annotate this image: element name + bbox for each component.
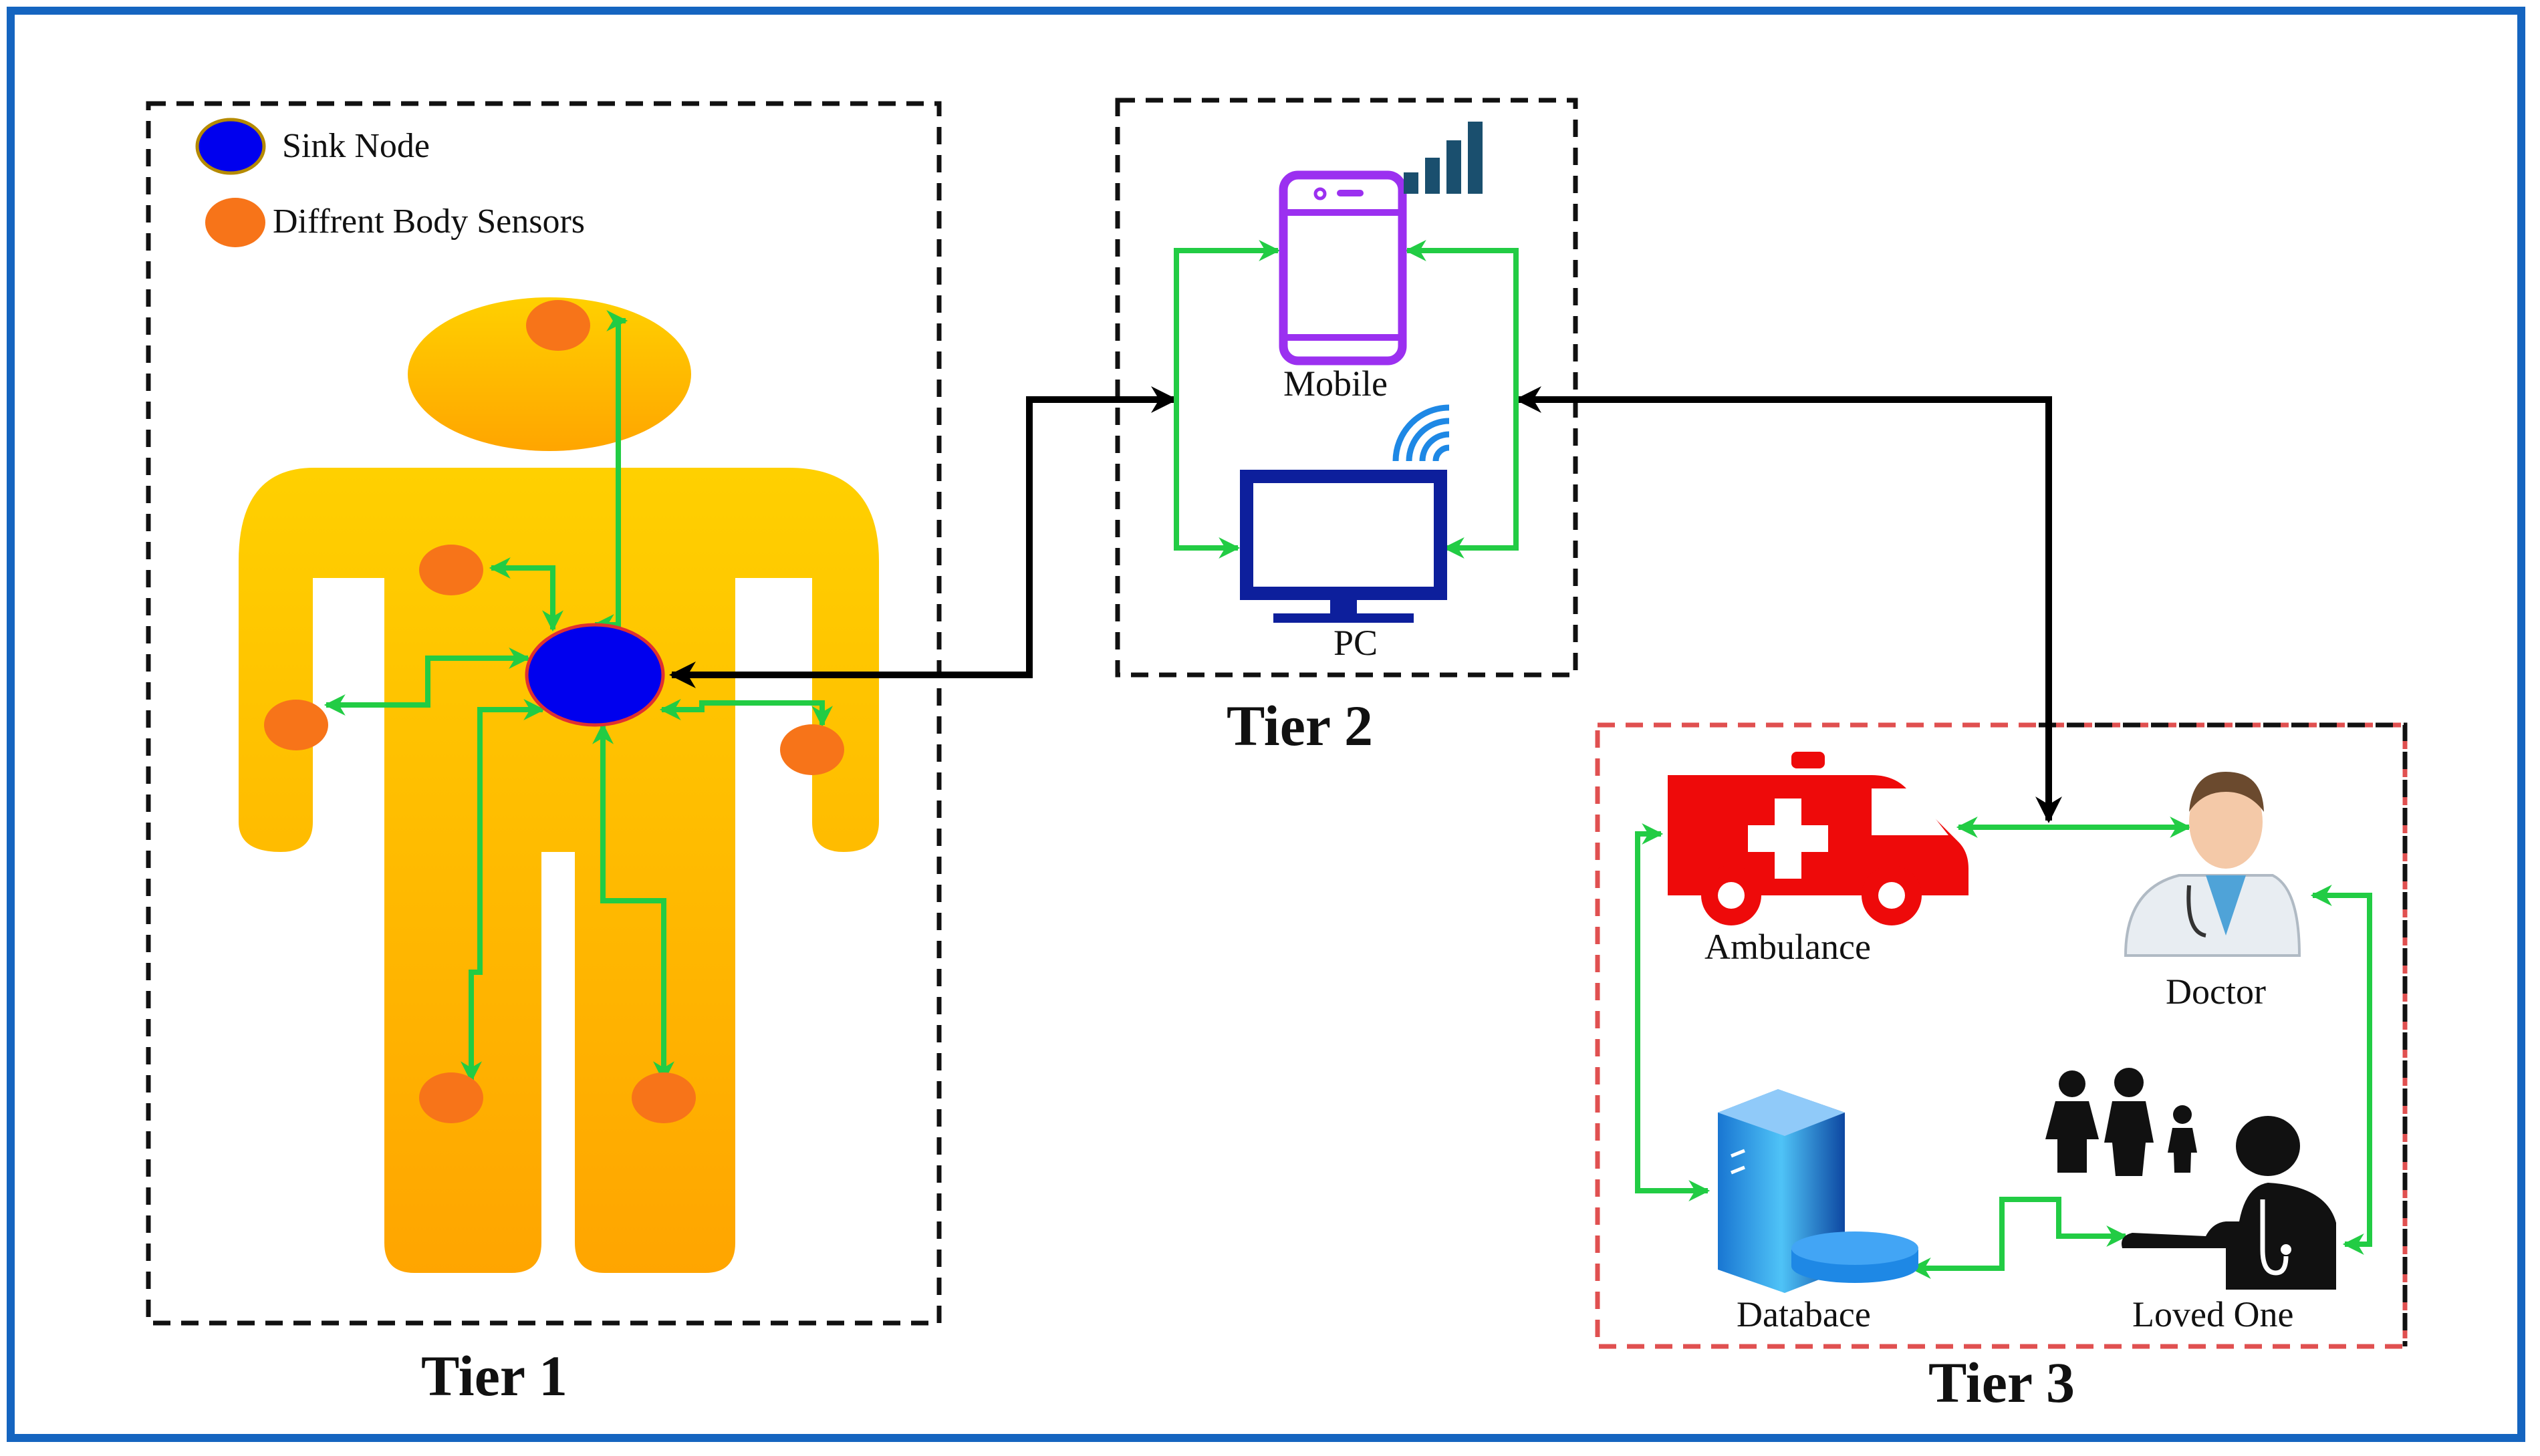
ambulance-label: Ambulance <box>1704 927 1871 967</box>
sensor-chest <box>419 545 483 595</box>
ambulance-icon <box>1668 752 1968 925</box>
tier3-label: Tier 3 <box>1928 1350 2075 1415</box>
tier1-connections <box>324 310 833 1083</box>
legend-sensor-marker <box>205 198 265 247</box>
pc-label: PC <box>1334 623 1378 663</box>
database-label: Databace <box>1737 1294 1871 1334</box>
arrow-chest-sensor <box>489 557 563 632</box>
family-icon <box>2045 1068 2197 1176</box>
legend-sink-node-marker <box>195 118 266 175</box>
sensor-left-leg <box>419 1072 483 1123</box>
database-server-icon <box>1718 1089 1918 1293</box>
doctor-label: Doctor <box>2166 972 2266 1012</box>
loved-one-icon <box>2122 1116 2336 1290</box>
loved-one-label: Loved One <box>2132 1294 2293 1334</box>
sensor-left-arm <box>264 700 328 750</box>
wifi-icon <box>1392 404 1450 462</box>
arrow-right-to-mobile <box>1404 240 1519 400</box>
doctor-icon <box>2124 772 2301 957</box>
legend: Sink Node Diffrent Body Sensors <box>195 118 585 247</box>
tier1-label: Tier 1 <box>421 1344 567 1408</box>
arrow-ambulance-database <box>1635 823 1710 1201</box>
sensor-head <box>526 300 590 351</box>
arrow-left-to-mobile <box>1174 240 1281 400</box>
tier3-box <box>1595 722 2408 1349</box>
tier2-label: Tier 2 <box>1227 694 1373 758</box>
body-sensors <box>264 300 844 1123</box>
tier3-connections <box>1635 817 2372 1279</box>
mobile-label: Mobile <box>1283 363 1388 404</box>
legend-sink-node-label: Sink Node <box>282 127 430 165</box>
sensor-right-arm <box>780 724 844 775</box>
legend-sensor-label: Diffrent Body Sensors <box>273 202 585 241</box>
mobile-phone-icon <box>1279 170 1407 366</box>
arrow-right-to-pc <box>1442 400 1519 559</box>
tier-connections <box>669 386 2062 823</box>
arrow-database-lovedone <box>1909 1197 2128 1279</box>
torso <box>239 468 879 1273</box>
arrow-left-to-pc <box>1174 400 1241 559</box>
signal-strength-icon <box>1404 122 1483 194</box>
arrow-left-leg-sensor <box>461 699 545 1083</box>
arrow-right-arm-sensor <box>659 699 833 728</box>
tier2-connections <box>1174 240 1519 559</box>
tier1-box <box>146 101 942 1326</box>
arrow-right-leg-sensor <box>592 722 674 1083</box>
sink-node <box>525 623 665 727</box>
arrow-tier2-to-tier3 <box>1515 386 2062 823</box>
pc-monitor-icon <box>1240 470 1447 623</box>
arrow-sink-to-tier2 <box>669 386 1178 688</box>
sensor-right-leg <box>632 1072 696 1123</box>
human-body-figure <box>239 297 879 1273</box>
arrow-left-arm-sensor <box>324 647 531 716</box>
arrow-doctor-lovedone <box>2310 885 2372 1255</box>
